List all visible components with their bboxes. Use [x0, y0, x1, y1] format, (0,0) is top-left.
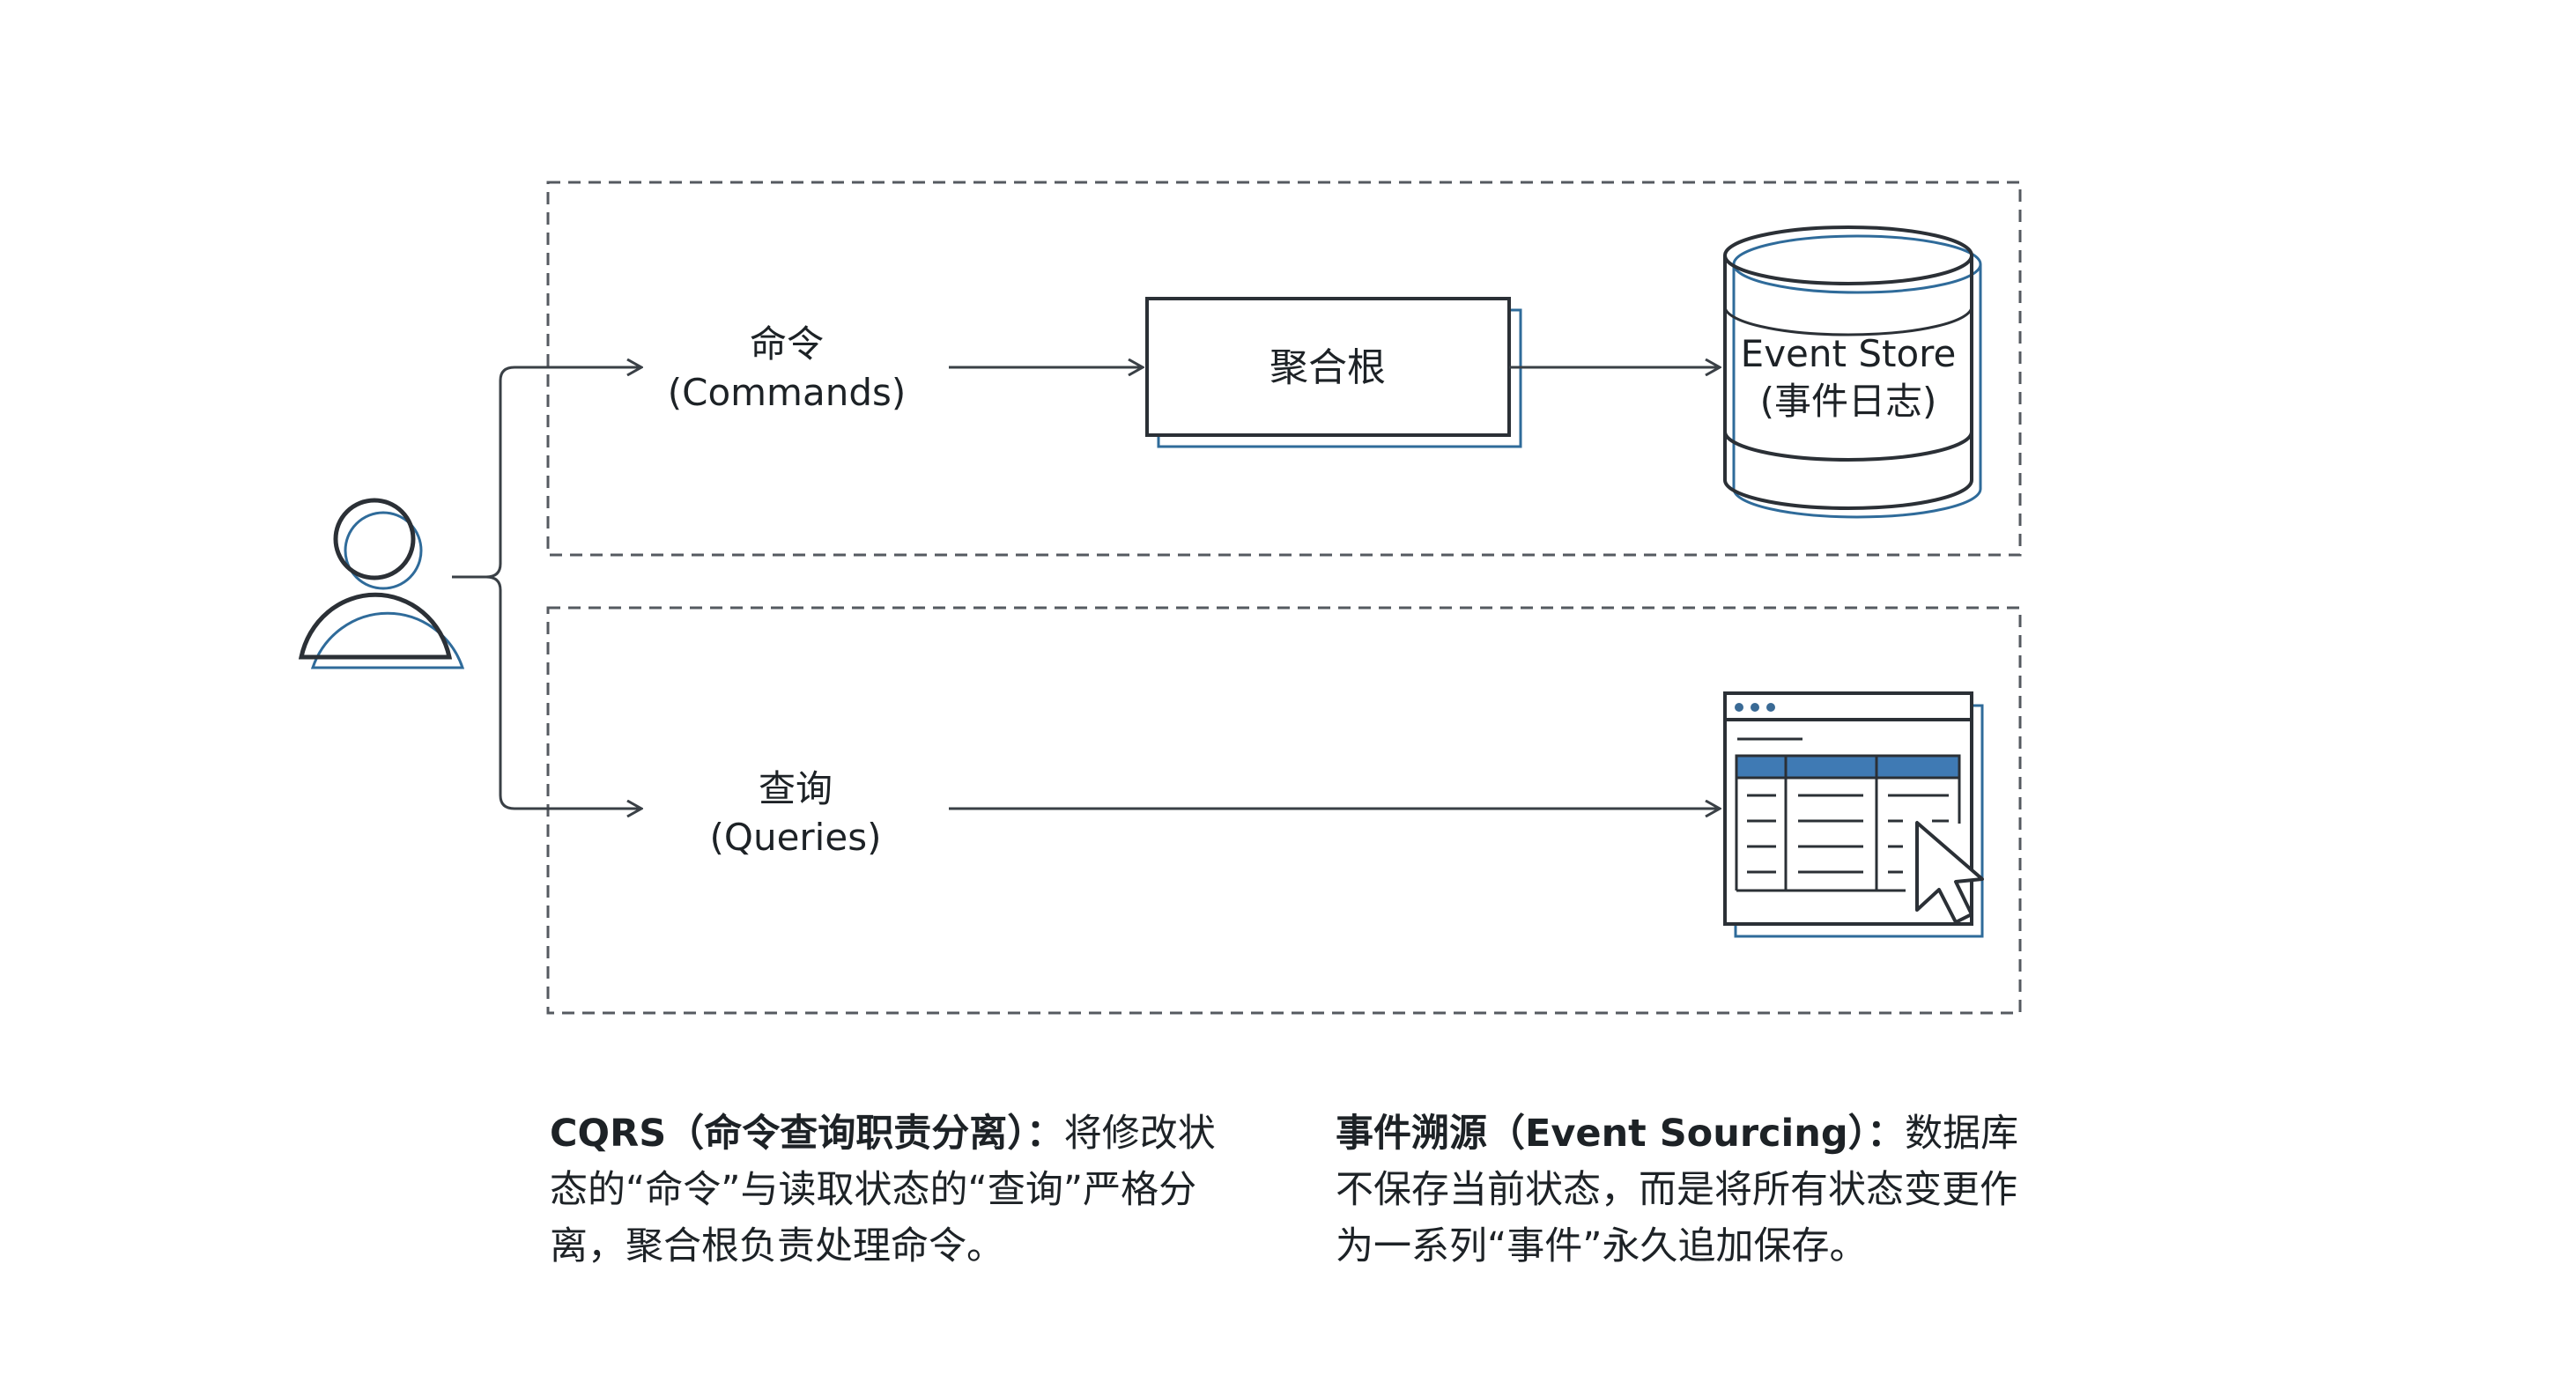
queries-label-en: (Queries) [710, 816, 882, 859]
event-store-sublabel: (事件日志) [1760, 380, 1937, 423]
aggregate-root-label: 聚合根 [1269, 345, 1386, 390]
mouse-cursor-icon [1915, 821, 1984, 924]
cqrs-description-body: 将修改状态的“命令”与读取状态的“查询”严格分离，聚合根负责处理命令。 [550, 1112, 1216, 1268]
user-branch-connector [452, 367, 641, 809]
event-sourcing-description-title: 事件溯源（Event Sourcing）： [1336, 1112, 1906, 1156]
cqrs-description: CQRS（命令查询职责分离）：将修改状态的“命令”与读取状态的“查询”严格分离，… [550, 1105, 1228, 1275]
queries-label-zh: 查询 [759, 767, 833, 810]
aggregate-root-box: 聚合根 [1145, 297, 1522, 448]
event-sourcing-description-body: 数据库不保存当前状态，而是将所有状态变更作为一系列“事件”永久追加保存。 [1336, 1112, 2019, 1268]
event-sourcing-description: 事件溯源（Event Sourcing）：数据库不保存当前状态，而是将所有状态变… [1336, 1105, 2032, 1275]
cqrs-description-title: CQRS（命令查询职责分离）： [550, 1112, 1064, 1156]
query-side-container [546, 606, 2022, 1015]
command-side-container [546, 181, 2022, 557]
event-store-label: Event Store [1741, 332, 1957, 375]
database-cylinder-icon [1723, 225, 1982, 519]
browser-table-icon [1723, 691, 1984, 938]
commands-label-zh: 命令 [750, 322, 824, 366]
user-icon [298, 498, 465, 669]
commands-label-en: (Commands) [668, 371, 907, 414]
